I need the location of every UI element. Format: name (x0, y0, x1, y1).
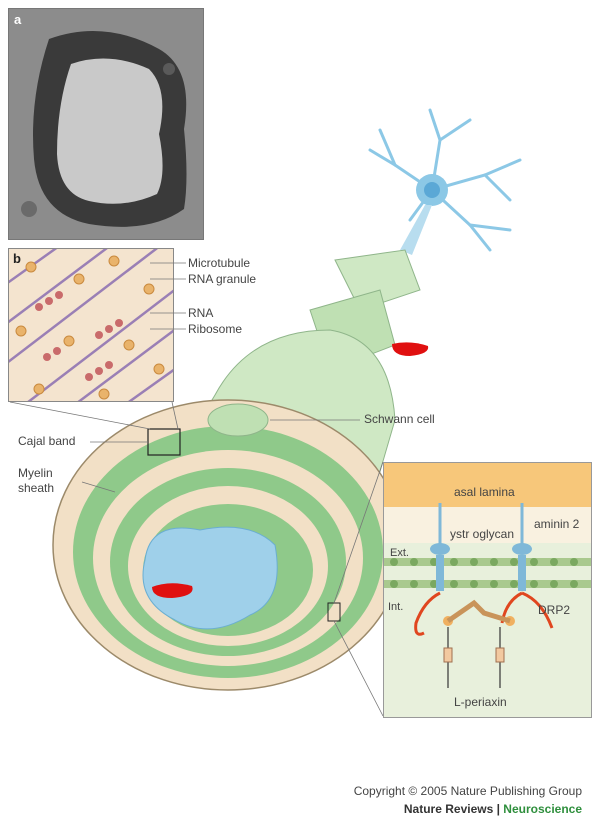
label-dystroglycan: ystr oglycan (450, 527, 515, 541)
label-drp2: DRP2 (538, 603, 571, 617)
neuron-dendrites (368, 108, 522, 252)
label-l-periaxin: L-periaxin (454, 695, 507, 709)
micrograph-image (9, 9, 203, 239)
panel-a-letter: a (14, 12, 22, 27)
red-mark-axon (392, 342, 429, 356)
rna-transport-panel-b: b (8, 248, 174, 402)
molecular-inset: asal lamina ystr oglycan aminin 2 Ext. I… (383, 462, 592, 718)
red-mark-section (152, 583, 193, 598)
label-rna-granule: RNA granule (188, 272, 257, 286)
journal-separator: | (493, 802, 504, 816)
micrograph-panel-a: a (8, 8, 204, 240)
label-ext: Ext. (390, 547, 409, 559)
journal-credit: Nature Reviews | Neuroscience (404, 802, 582, 816)
journal-name: Nature Reviews (403, 802, 494, 816)
label-cajal-band: Cajal band (18, 434, 76, 448)
label-basal-lamina: asal lamina (454, 485, 515, 499)
membrane-illustration (384, 463, 591, 717)
label-rna: RNA (188, 306, 214, 320)
label-schwann-cell: Schwann cell (364, 412, 435, 426)
label-myelin-sheath: Myelin sheath (18, 466, 55, 495)
panel-b-letter: b (13, 251, 21, 266)
label-int: Int. (388, 601, 404, 613)
rna-transport-illustration (9, 249, 173, 401)
label-microtubule: Microtubule (188, 256, 251, 270)
copyright-text: Copyright © 2005 Nature Publishing Group (353, 784, 582, 798)
label-ribosome: Ribosome (188, 322, 243, 336)
journal-section: Neuroscience (503, 802, 582, 816)
label-laminin2: aminin 2 (534, 517, 580, 531)
